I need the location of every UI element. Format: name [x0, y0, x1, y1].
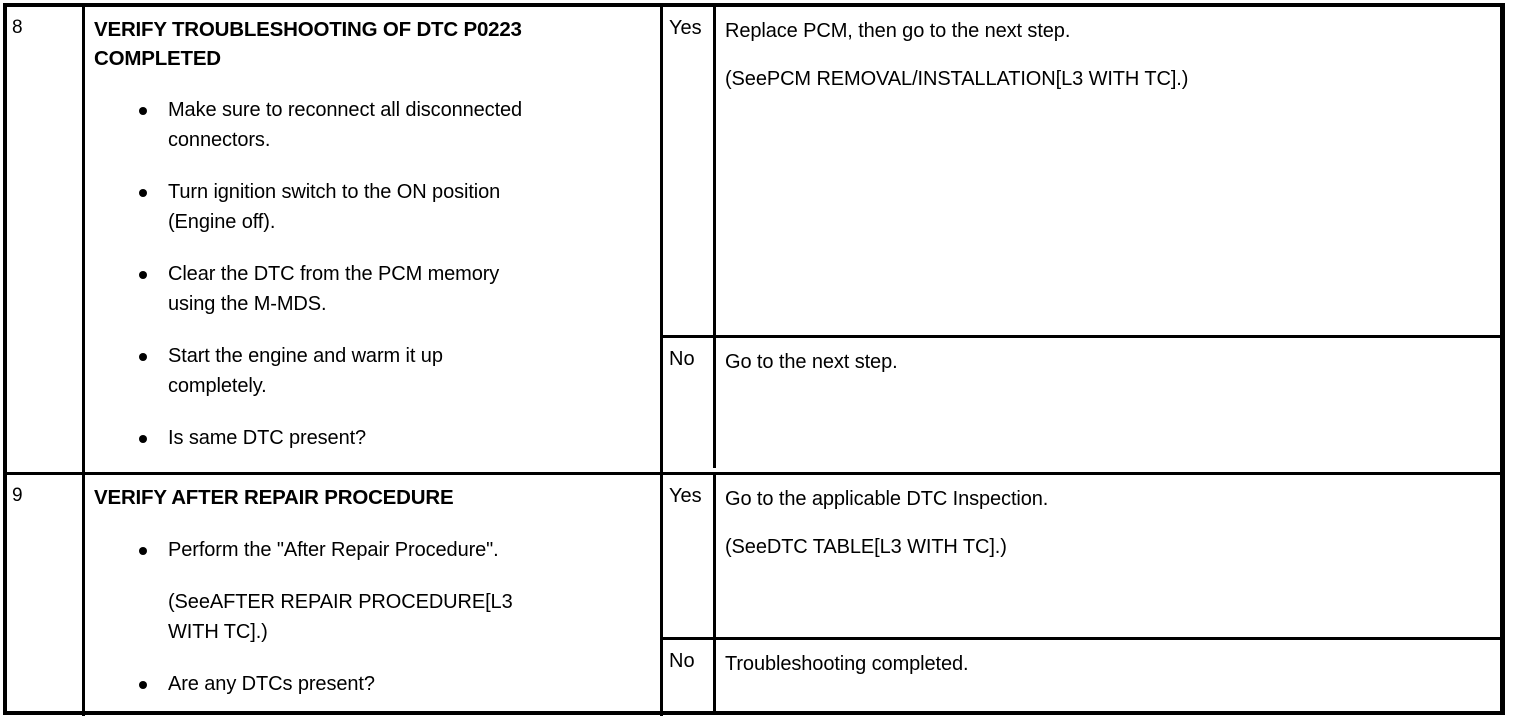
bullet-text: Perform the "After Repair Procedure".: [168, 538, 499, 561]
step-result-cell: Yes Replace PCM, then go to the next ste…: [663, 7, 1500, 472]
bullet-text: Make sure to reconnect all disconnected …: [168, 99, 523, 151]
list-item: Perform the "After Repair Procedure". (S…: [94, 535, 652, 647]
result-action: Replace PCM, then go to the next step. (…: [716, 7, 1500, 335]
bullet-dot-icon: [139, 271, 147, 279]
step-description-cell: VERIFY AFTER REPAIR PROCEDURE Perform th…: [85, 475, 663, 716]
bullet-dot-icon: [139, 353, 147, 361]
result-row-yes: Yes Go to the applicable DTC Inspection.…: [663, 475, 1500, 640]
step-number: 8: [12, 17, 23, 38]
result-action-line-1: Go to the next step.: [725, 351, 898, 373]
result-action-line-1: Go to the applicable DTC Inspection.: [725, 488, 1049, 510]
step-number-cell: 8: [7, 7, 85, 472]
bullet-dot-icon: [139, 435, 147, 443]
result-row-no: No Go to the next step.: [663, 338, 1500, 468]
result-action-line-2: (SeeDTC TABLE[L3 WITH TC].): [725, 536, 1007, 558]
bullet-reference-note: (SeeAFTER REPAIR PROCEDURE[L3 WITH TC].): [168, 590, 513, 643]
result-action: Go to the next step.: [716, 338, 1500, 468]
result-action-line-2: (SeePCM REMOVAL/INSTALLATION[L3 WITH TC]…: [725, 68, 1189, 90]
list-item: Make sure to reconnect all disconnected …: [94, 95, 652, 155]
table-row: 9 VERIFY AFTER REPAIR PROCEDURE Perform …: [7, 475, 1500, 716]
result-action: Troubleshooting completed.: [716, 640, 1500, 713]
step-title: VERIFY AFTER REPAIR PROCEDURE: [94, 486, 454, 509]
result-row-no: No Troubleshooting completed.: [663, 640, 1500, 713]
result-row-yes: Yes Replace PCM, then go to the next ste…: [663, 7, 1500, 338]
list-item: Start the engine and warm it up complete…: [94, 341, 652, 401]
result-label: No: [663, 338, 716, 468]
list-item: Is same DTC present?: [94, 423, 652, 453]
result-action: Go to the applicable DTC Inspection. (Se…: [716, 475, 1500, 637]
step-number: 9: [12, 485, 23, 506]
list-item: Are any DTCs present?: [94, 669, 652, 699]
bullet-text: Start the engine and warm it up complete…: [168, 345, 443, 397]
step-bullet-list: Perform the "After Repair Procedure". (S…: [94, 535, 652, 699]
bullet-text: Are any DTCs present?: [168, 672, 375, 695]
step-description-cell: VERIFY TROUBLESHOOTING OF DTC P0223 COMP…: [85, 7, 663, 472]
result-label: No: [663, 640, 716, 713]
bullet-dot-icon: [139, 107, 147, 115]
bullet-text: Turn ignition switch to the ON position …: [168, 181, 501, 233]
bullet-text: Is same DTC present?: [168, 427, 367, 449]
troubleshooting-table: 8 VERIFY TROUBLESHOOTING OF DTC P0223 CO…: [3, 3, 1505, 716]
result-label: Yes: [663, 7, 716, 335]
result-action-line-1: Troubleshooting completed.: [725, 653, 969, 675]
bullet-dot-icon: [139, 680, 147, 689]
step-bullet-list: Make sure to reconnect all disconnected …: [94, 95, 652, 453]
bullet-dot-icon: [139, 546, 147, 555]
step-result-cell: Yes Go to the applicable DTC Inspection.…: [663, 475, 1500, 716]
bullet-dot-icon: [139, 189, 147, 197]
list-item: Clear the DTC from the PCM memory using …: [94, 259, 652, 319]
result-action-line-1: Replace PCM, then go to the next step.: [725, 20, 1071, 42]
table-row: 8 VERIFY TROUBLESHOOTING OF DTC P0223 CO…: [7, 7, 1500, 475]
step-title: VERIFY TROUBLESHOOTING OF DTC P0223 COMP…: [94, 18, 522, 70]
bullet-text: Clear the DTC from the PCM memory using …: [168, 263, 500, 315]
step-number-cell: 9: [7, 475, 85, 716]
result-label: Yes: [663, 475, 716, 637]
list-item: Turn ignition switch to the ON position …: [94, 177, 652, 237]
